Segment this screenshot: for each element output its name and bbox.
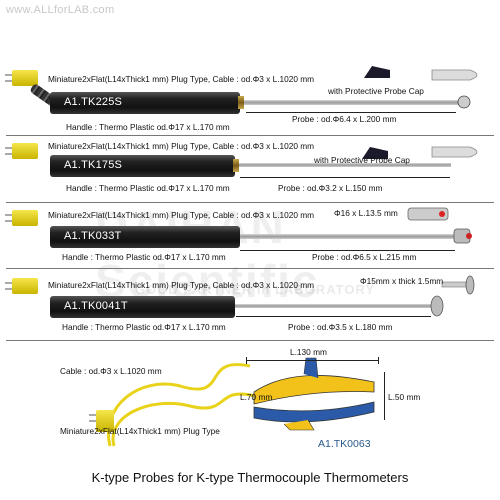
- probe-handle: A1.TK175S: [50, 155, 235, 177]
- probe-dimension-line: [240, 177, 450, 178]
- collar: [233, 159, 239, 172]
- probe-cap-icon: [362, 147, 388, 159]
- length-dimension-line: [246, 360, 378, 361]
- clamp-icon: [253, 357, 375, 431]
- jaw-label: L.70 mm: [240, 392, 273, 402]
- probe-handle: A1.TK225S: [50, 92, 240, 114]
- tip-label: Φ16 x L.13.5 mm: [334, 208, 398, 218]
- probe-shaft: [239, 163, 451, 167]
- probe-dimension-line: [240, 250, 455, 251]
- length-label: L.130 mm: [290, 347, 327, 357]
- height-dimension-line: [384, 372, 385, 420]
- tick: [246, 357, 247, 364]
- probe-dimension-line: [246, 112, 456, 113]
- probe-shaft: [235, 304, 435, 308]
- plug-label: Miniature2xFlat(L14xThick1 mm) Plug Type: [60, 426, 220, 436]
- model-label: A1.TK0041T: [64, 300, 128, 312]
- plug-icon: [5, 143, 38, 159]
- plug-icon: [89, 410, 114, 432]
- probe-panel-1: Miniature2xFlat(L14xThick1 mm) Plug Type…: [0, 62, 500, 142]
- model-label: A1.TK033T: [64, 230, 122, 242]
- probe-label: Probe : od.Φ6.4 x L.200 mm: [292, 114, 397, 124]
- divider: [6, 268, 494, 269]
- divider: [6, 135, 494, 136]
- probe-handle: A1.TK033T: [50, 226, 240, 248]
- plug-label: Miniature2xFlat(L14xThick1 mm) Plug Type…: [48, 74, 315, 84]
- model-label: A1.TK225S: [64, 96, 123, 108]
- yellow-cable-icon: [107, 363, 256, 447]
- disc-detail-icon: [441, 275, 475, 295]
- plug-label: Miniature2xFlat(L14xThick1 mm) Plug Type…: [48, 141, 315, 151]
- probe-panel-3: Miniature2xFlat(L14xThick1 mm) Plug Type…: [0, 204, 500, 270]
- height-label: L.50 mm: [388, 392, 421, 402]
- probe-label: Probe : od.Φ6.5 x L.215 mm: [312, 252, 417, 262]
- cap-label: with Protective Probe Cap: [314, 155, 410, 165]
- tagline-watermark: GOOD PARTNER in LABORATORY: [135, 282, 376, 297]
- handle-label: Handle : Thermo Plastic od.Φ17 x L.170 m…: [66, 183, 230, 193]
- cable-label: Cable : od.Φ3 x L.1020 mm: [60, 366, 162, 376]
- cap-label: with Protective Probe Cap: [328, 86, 424, 96]
- model-label: A1.TK175S: [64, 159, 123, 171]
- probe-panel-2: Miniature2xFlat(L14xThick1 mm) Plug Type…: [0, 137, 500, 207]
- handle-label: Handle : Thermo Plastic od.Φ17 x L.170 m…: [62, 322, 226, 332]
- probe-handle: A1.TK0041T: [50, 296, 235, 318]
- probe-label: Probe : od.Φ3.2 x L.150 mm: [278, 183, 383, 193]
- plug-icon: [5, 70, 38, 86]
- plug-icon: [5, 210, 38, 226]
- handle-label: Handle : Thermo Plastic od.Φ17 x L.170 m…: [66, 122, 230, 132]
- plug-label: Miniature2xFlat(L14xThick1 mm) Plug Type…: [48, 280, 315, 290]
- cap-tip-icon: [431, 69, 478, 81]
- collar: [238, 96, 244, 109]
- probe-panel-4: Miniature2xFlat(L14xThick1 mm) Plug Type…: [0, 270, 500, 340]
- plug-label: Miniature2xFlat(L14xThick1 mm) Plug Type…: [48, 210, 315, 220]
- tick: [378, 357, 379, 364]
- probe-tip-icon: [453, 228, 472, 244]
- cap-tip-icon: [431, 146, 478, 158]
- plug-icon: [5, 278, 38, 294]
- clamp-model-label: A1.TK0063: [318, 438, 371, 450]
- probe-shaft: [240, 234, 460, 239]
- divider: [6, 202, 494, 203]
- handle-label: Handle : Thermo Plastic od.Φ17 x L.170 m…: [62, 252, 226, 262]
- probe-dimension-line: [236, 316, 431, 317]
- probe-label: Probe : od.Φ3.5 x L.180 mm: [288, 322, 393, 332]
- probe-cap-icon: [364, 66, 390, 78]
- probe-shaft: [244, 100, 462, 105]
- probe-tip-icon: [457, 95, 471, 109]
- page-title: K-type Probes for K-type Thermocouple Th…: [91, 470, 409, 485]
- clamp-panel: Cable : od.Φ3 x L.1020 mm Miniature2xFla…: [0, 342, 500, 460]
- disc-tip-icon: [430, 295, 444, 317]
- site-watermark: www.ALLforLAB.com: [6, 4, 115, 16]
- tip-detail-icon: [407, 207, 449, 221]
- tip-label: Φ15mm x thick 1.5mm: [360, 276, 444, 286]
- divider: [6, 340, 494, 341]
